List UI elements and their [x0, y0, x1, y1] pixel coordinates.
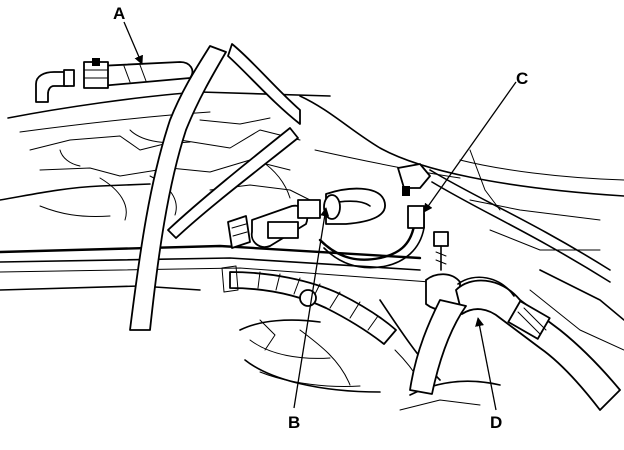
- callout-leaders: [123, 21, 517, 411]
- vacuum-valve: [227, 199, 321, 249]
- diagonal-hose: [167, 43, 301, 239]
- hose-d-assembly: [409, 231, 621, 411]
- hose-a: [35, 58, 194, 103]
- callout-b-label: B: [288, 413, 300, 432]
- engine-bay-outline: [0, 91, 624, 411]
- cowl-brace: [129, 45, 227, 331]
- hose-b: [318, 187, 425, 269]
- callout-d-label: D: [490, 413, 502, 432]
- callout-c-label: C: [516, 69, 528, 88]
- callout-labels: A B C D: [113, 4, 528, 432]
- callout-a-label: A: [113, 4, 125, 23]
- hose-c-fitting: [397, 163, 611, 283]
